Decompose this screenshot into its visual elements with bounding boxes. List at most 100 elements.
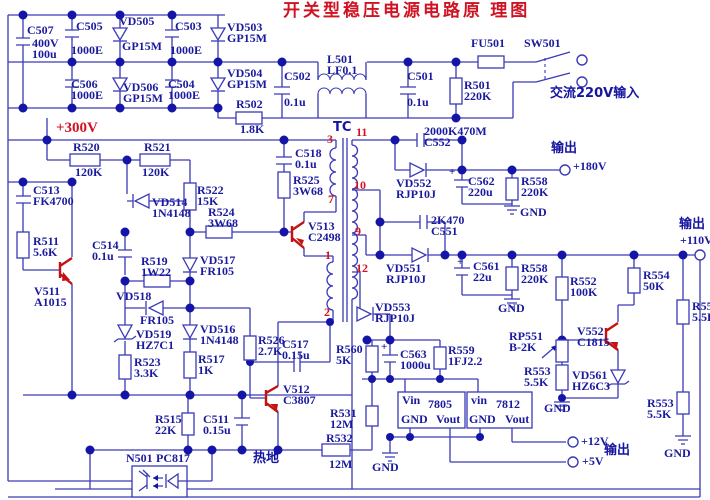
label-fu501: FU501: [471, 36, 505, 50]
label-r517: R517 1K: [198, 352, 225, 377]
label-r553a: R553 5.5K: [524, 364, 551, 389]
label-c552: 2000K470M C552: [424, 124, 487, 149]
label-pin-12: 12: [356, 261, 368, 275]
label-out-lv-cn: 输出: [604, 443, 631, 458]
label-v512: V512 C3807: [283, 382, 316, 407]
label-c502: C502: [284, 69, 311, 83]
resistor-symbols: [16, 55, 690, 457]
label-pin-9: 9: [355, 224, 361, 238]
label-v513: V513 C2498: [308, 219, 341, 244]
label-out-12v: +12V: [581, 434, 609, 448]
label-r532-value: 12M: [329, 457, 353, 471]
label-r523: R523 3.3K: [134, 355, 161, 380]
label-hot-ground: 热地: [253, 451, 280, 466]
label-pin-10: 10: [354, 178, 366, 192]
label-pin-11: 11: [356, 125, 368, 139]
label-r559: R559 1FJ2.2: [448, 343, 483, 368]
label-vd561: VD561 HZ6C3: [572, 368, 611, 393]
label-out110-cn: 输出: [679, 217, 706, 232]
junction-dots: [18, 10, 688, 455]
label-v552: V552 C1815: [577, 324, 610, 349]
label-r519: R519 1W22: [141, 254, 171, 279]
label-7805-vin: Vin: [402, 393, 421, 407]
label-r501: R501 220K: [464, 78, 492, 103]
label-c503: C503: [175, 19, 202, 33]
label-gnd-1: GND: [520, 205, 547, 219]
label-vd505-value: GP15M: [122, 39, 162, 53]
label-7812-part: 7812: [496, 397, 520, 411]
label-gnd-4: GND: [664, 446, 691, 460]
label-vd503: VD503 GP15M: [227, 20, 267, 45]
label-r520-value: 120K: [75, 165, 103, 179]
label-n501-part: PC817: [156, 451, 190, 465]
label-7812-gnd: GND: [469, 412, 496, 426]
wires: [7, 14, 701, 498]
label-7812-vin: vin: [471, 393, 488, 407]
label-vd552: VD552 RJP10J: [396, 176, 436, 201]
label-vd553: VD553 RJP10J: [375, 300, 415, 325]
label-c563-plus: +: [381, 341, 388, 353]
label-l501: L501 LF0.1: [327, 52, 358, 77]
label-vd518-value: FR105: [140, 313, 174, 327]
label-r521-value: 120K: [142, 165, 170, 179]
page-title: 开关型稳压电源电路原 理图: [283, 1, 531, 20]
label-pin-1: 1: [325, 248, 331, 262]
capacitor-symbols: [16, 29, 470, 426]
label-vd514: VD514 1N4148: [152, 195, 191, 220]
ground-symbols: [382, 205, 691, 462]
label-c503-value: 1000E: [170, 43, 203, 57]
label-transformer: TC: [333, 120, 352, 135]
label-r558a: R558 220K: [521, 174, 549, 199]
label-r511: R511 5.6K: [33, 234, 60, 259]
label-pin-2: 2: [324, 305, 330, 319]
label-sw501: SW501: [524, 36, 561, 50]
label-gnd-5: GND: [372, 460, 399, 474]
label-r525: R525 3W68: [293, 173, 323, 198]
label-r524: R524 3W68: [208, 205, 238, 230]
label-c561: C561 22u: [473, 259, 500, 284]
label-c501-value: 0.1u: [407, 95, 429, 109]
label-r531: R531 12M: [330, 406, 357, 431]
diode-symbols: [111, 27, 630, 388]
label-r552: R552 100K: [570, 274, 598, 299]
label-out180-value: +180V: [573, 159, 607, 173]
label-7812-vout: Vout: [505, 412, 530, 426]
label-vd516: VD516 1N4148: [200, 322, 239, 347]
label-out180-cn: 输出: [551, 141, 578, 156]
transformer-symbol: [326, 138, 359, 322]
label-c501: C501: [407, 69, 434, 83]
label-rp551: RP551 B-2K: [509, 329, 543, 354]
label-7805-vout: Vout: [436, 412, 461, 426]
label-ac-input: 交流220V输入: [550, 86, 640, 101]
label-c504: C504 1000E: [168, 77, 201, 102]
label-pin-3: 3: [327, 132, 333, 146]
label-r532: R532: [326, 431, 353, 445]
label-r560: R560 5K: [336, 342, 363, 367]
label-r502-value: 1.8K: [240, 122, 265, 136]
label-c507-value: 400V 100u: [32, 36, 59, 61]
label-r554: R554 50K: [643, 268, 670, 293]
label-7805-gnd: GND: [401, 412, 428, 426]
label-r521: R521: [144, 140, 171, 154]
label-c502-value: 0.1u: [284, 95, 306, 109]
label-vd551: VD551 RJP10J: [386, 261, 426, 286]
label-c561-plus: +: [457, 256, 464, 268]
label-v511: V511 A1015: [34, 284, 67, 309]
label-out110-value: +110V: [680, 233, 710, 247]
label-vd506: VD506 GP15M: [123, 80, 163, 105]
label-r502: R502: [236, 97, 263, 111]
label-vd505: VD505: [119, 14, 155, 28]
transistor-symbols-red: [58, 221, 619, 413]
label-7805-part: 7805: [428, 397, 452, 411]
label-c562-plus: +: [449, 166, 456, 178]
label-c506: C506 1000E: [71, 77, 104, 102]
label-300v-rail: +300V: [56, 120, 98, 136]
label-c518: C518 0.1u: [295, 146, 322, 171]
label-c511: C511 0.15u: [203, 412, 231, 437]
label-c505: C505: [76, 19, 103, 33]
optocoupler-symbol: [131, 465, 188, 498]
label-c513: C513 FK4700: [33, 183, 74, 208]
label-vd519: VD519 HZ7C1: [136, 327, 175, 352]
